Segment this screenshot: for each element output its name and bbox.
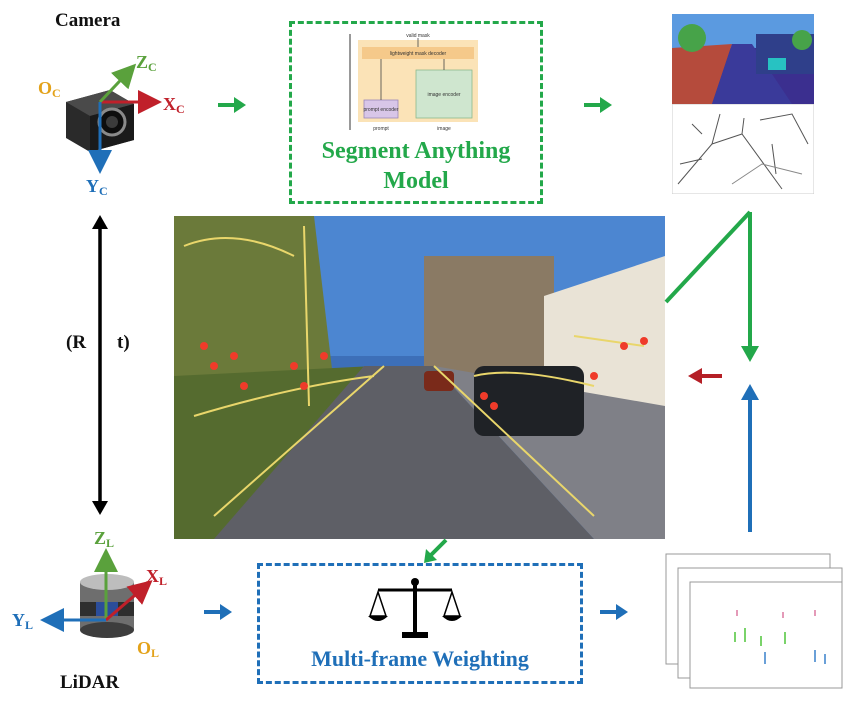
lidar-z-label: ZL [94, 528, 115, 550]
camera-origin-label: OC [38, 78, 61, 100]
camera-axes [88, 63, 162, 174]
extrinsic-t-label: t) [117, 332, 130, 353]
arrow-segmentation-fan [664, 210, 759, 362]
weighting-module [257, 563, 583, 684]
camera-z-label: ZC [136, 52, 157, 74]
sam-thumb-decoder: lightweight mask decoder [390, 51, 447, 57]
sam-thumb-image-encoder: image encoder [427, 92, 460, 98]
weighting-label: Multi-frame Weighting [311, 646, 529, 671]
arrow-image-to-weighting [424, 538, 448, 563]
sam-label-line1: Segment Anything [321, 138, 511, 164]
lidar-axes [40, 548, 153, 632]
sam-thumb-prompt-encoder: prompt encoder [363, 107, 398, 113]
segmentation-edge-image [672, 104, 814, 194]
arrow-fusion-to-image [688, 368, 722, 384]
arrow-lidar-to-weighting [204, 604, 232, 620]
sam-label: Segment Anything Model [292, 136, 540, 196]
arrow-camera-to-sam [218, 97, 246, 113]
camera-title: Camera [55, 10, 121, 31]
camera-z-axis [98, 63, 137, 104]
camera-y-label: YC [86, 176, 108, 198]
sam-thumb-valid-mask: valid mask [406, 33, 430, 39]
arrow-pointcloud-up [741, 384, 759, 532]
sam-module [289, 21, 543, 204]
projected-street-image [174, 216, 665, 539]
lidar-x-axis [105, 580, 153, 622]
sam-architecture-thumbnail: valid mask lightweight mask decoder prom… [344, 30, 484, 134]
segmentation-color-image [672, 14, 814, 104]
camera-x-label: XC [163, 94, 185, 116]
arrow-sam-to-segmentation [584, 97, 612, 113]
lidar-title: LiDAR [60, 672, 120, 693]
lidar-origin-label: OL [137, 638, 160, 660]
lidar-x-label: XL [146, 566, 168, 588]
arrow-weighting-to-pointcloud [600, 604, 628, 620]
pointcloud-frames [665, 553, 843, 689]
extrinsic-arrow [92, 215, 108, 515]
extrinsic-r-label: (R [66, 332, 87, 353]
sam-thumb-prompt: prompt [373, 126, 389, 132]
balance-scale-icon [368, 578, 462, 638]
sam-label-line2: Model [383, 168, 449, 194]
sam-thumb-image: image [437, 126, 451, 132]
lidar-y-label: YL [12, 610, 34, 632]
